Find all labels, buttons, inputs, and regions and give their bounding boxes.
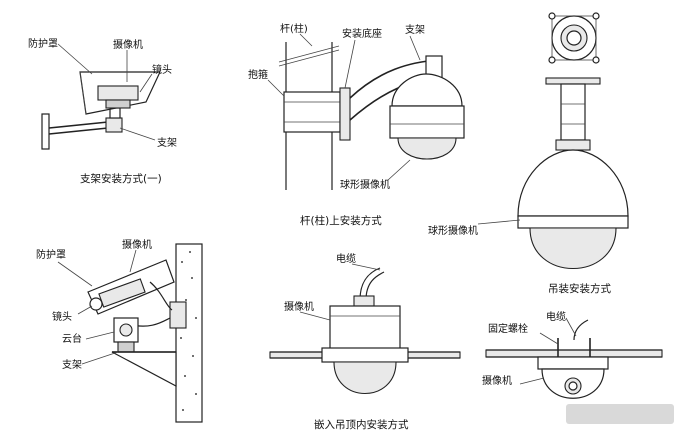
- label-pan-tilt: 云台: [62, 332, 82, 345]
- caption-recessed-ceiling: 嵌入吊顶内安装方式: [314, 418, 409, 431]
- panel-bracket-mount-1: 防护罩 摄像机 镜头 支架 支架安装方式(一): [28, 37, 177, 185]
- panel-pole-mount: 杆(柱) 安装底座 支架 抱箍 球形摄像机 杆(柱)上安装方式: [248, 22, 465, 227]
- label-dome-camera-3: 球形摄像机: [428, 224, 478, 237]
- label-camera-6: 摄像机: [482, 374, 512, 387]
- watermark: [566, 404, 674, 424]
- label-bracket-2: 支架: [405, 24, 425, 36]
- panel-recessed-ceiling: 电缆 摄像机 嵌入吊顶内安装方式: [269, 252, 461, 431]
- label-pole: 杆(柱): [280, 22, 308, 35]
- label-shield-2: 防护罩: [36, 248, 66, 261]
- label-fixing-bolt: 固定螺栓: [488, 322, 528, 335]
- label-bracket-1: 支架: [157, 137, 177, 149]
- caption-bracket-mount-1: 支架安装方式(一): [80, 172, 162, 185]
- label-dome-camera-2: 球形摄像机: [340, 178, 390, 191]
- label-cable-6: 电缆: [546, 310, 566, 323]
- panel-pendant-mount: 球形摄像机 吊装安装方式: [428, 12, 629, 295]
- label-mount-base: 安装底座: [342, 27, 382, 40]
- wall-texture: [180, 251, 197, 411]
- label-camera-4: 摄像机: [122, 238, 152, 251]
- label-camera-5: 摄像机: [284, 300, 314, 313]
- label-lens-2: 镜头: [52, 310, 72, 323]
- label-shield-1: 防护罩: [28, 37, 58, 50]
- label-bracket-4: 支架: [62, 359, 82, 371]
- label-lens-1: 镜头: [152, 63, 172, 76]
- caption-pendant-mount: 吊装安装方式: [548, 282, 611, 295]
- caption-pole-mount: 杆(柱)上安装方式: [300, 214, 382, 227]
- panel-surface-ceiling: 电缆 固定螺栓 摄像机: [482, 310, 663, 399]
- label-hoop: 抱箍: [248, 68, 268, 81]
- label-cable-5: 电缆: [336, 252, 356, 265]
- panel-bracket-mount-2: 防护罩 摄像机 镜头 云台 支架: [36, 238, 203, 423]
- label-camera-1: 摄像机: [113, 38, 143, 51]
